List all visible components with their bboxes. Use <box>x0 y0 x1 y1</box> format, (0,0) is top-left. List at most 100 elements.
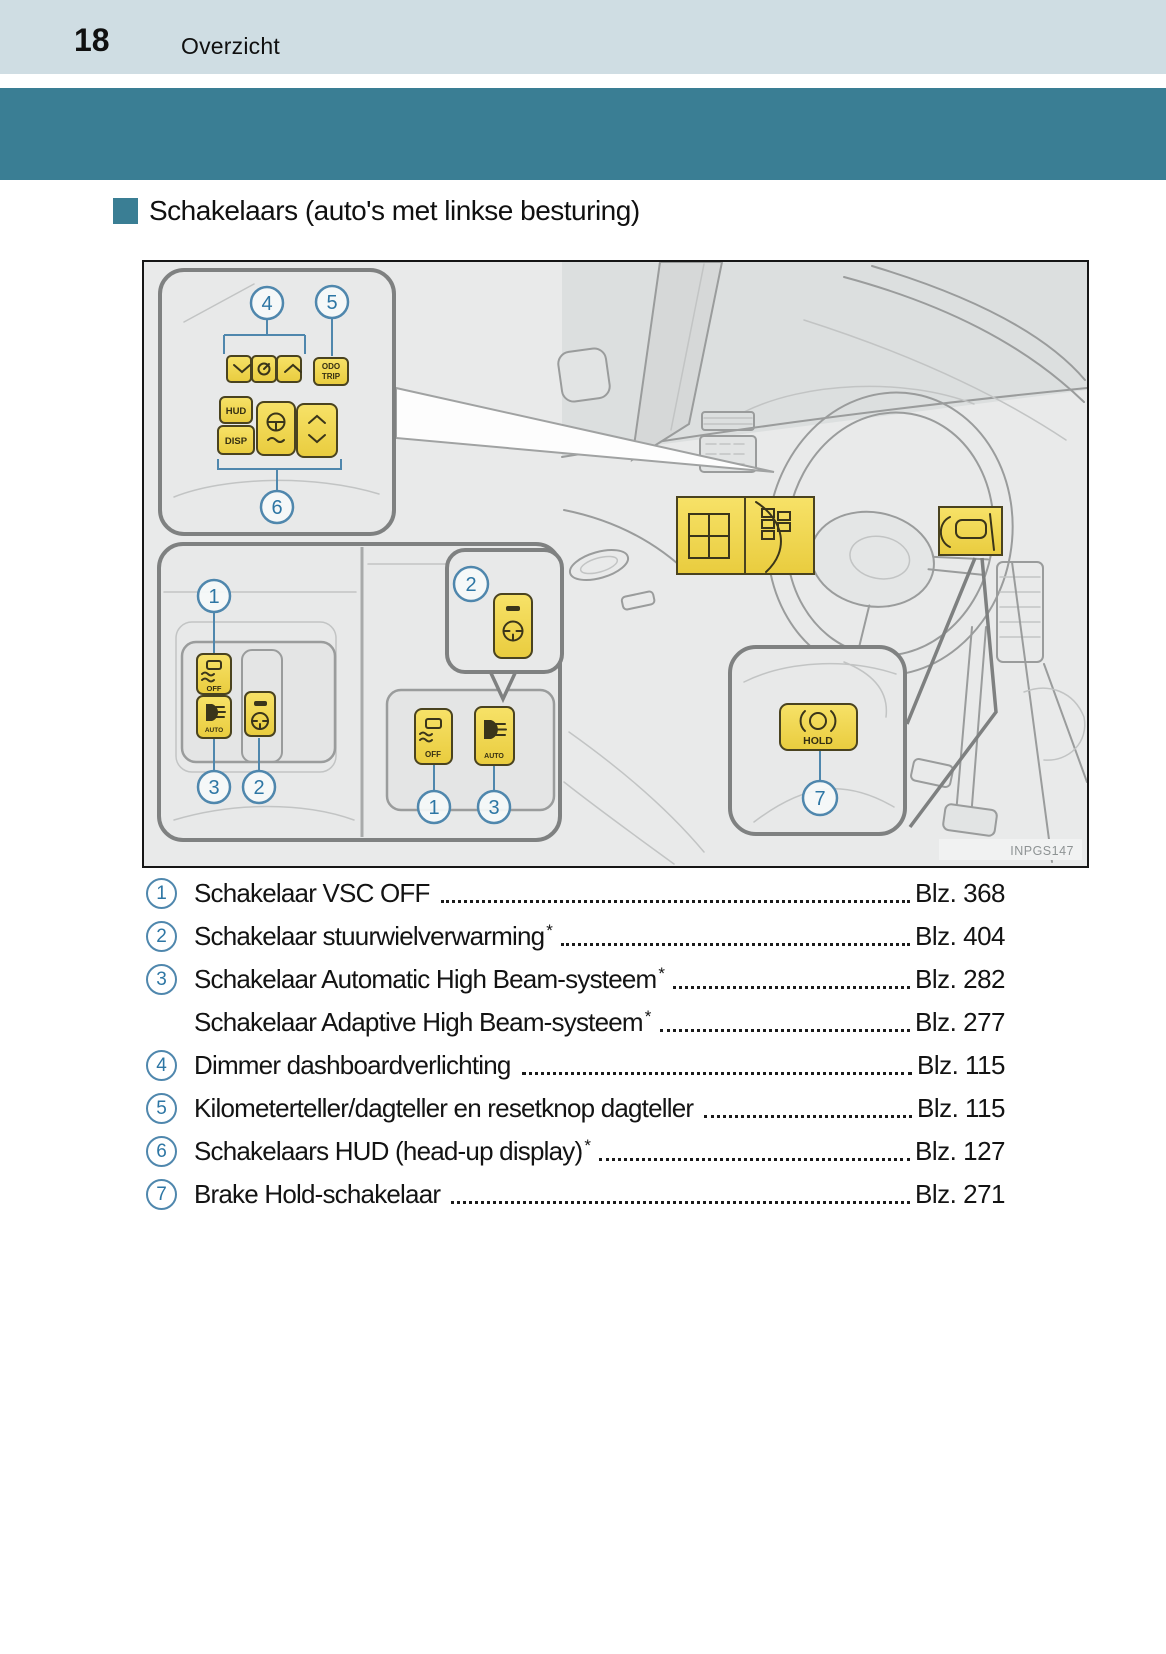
svg-text:OFF: OFF <box>425 750 441 759</box>
list-item-continuation: Schakelaar Adaptive High Beam-systeem* B… <box>146 1001 1005 1044</box>
item-page-ref: Blz. 282 <box>915 964 1005 994</box>
dim-up-icon <box>284 363 302 373</box>
switch-overview-figure: ODO TRIP HUD DISP <box>142 260 1089 868</box>
side-vent-sketch <box>996 561 1044 663</box>
list-item: 2 Schakelaar stuurwielverwarming* Blz. 4… <box>146 915 1005 958</box>
svg-text:ODO: ODO <box>322 362 340 371</box>
callout-7: 7 <box>814 788 825 810</box>
item-label: Dimmer dashboardverlichting <box>194 1050 511 1080</box>
auto-headlight-icon <box>206 704 226 721</box>
vsc-off-button: OFF <box>196 653 232 695</box>
item-label: Schakelaars HUD (head-up display)* <box>194 1136 591 1166</box>
footnote-asterisk: * <box>584 1136 591 1155</box>
cockpit-illustration: ODO TRIP HUD DISP <box>157 262 1087 865</box>
brake-hold-button: HOLD <box>779 703 858 751</box>
callout-6: 6 <box>271 497 282 519</box>
item-page-ref: Blz. 368 <box>915 878 1005 908</box>
pointer-wedge-brake <box>905 557 998 829</box>
rearview-mirror-sketch <box>557 347 611 403</box>
svg-text:OFF: OFF <box>207 684 222 693</box>
item-label: Schakelaar stuurwielverwarming* <box>194 921 553 951</box>
dot-leader <box>673 986 911 989</box>
stalk-switch-highlight <box>938 506 1003 556</box>
dot-leader <box>704 1115 912 1118</box>
list-item: 1 Schakelaar VSC OFF Blz. 368 <box>146 872 1005 915</box>
vsc-off-button-2: OFF <box>414 708 453 765</box>
list-item: 6 Schakelaars HUD (head-up display)* Blz… <box>146 1130 1005 1173</box>
header-band: 18 Overzicht <box>0 0 1166 74</box>
vsc-off-icon <box>419 718 442 743</box>
dot-leader <box>659 1029 911 1032</box>
item-label: Kilometerteller/dagteller en resetknop d… <box>194 1093 694 1123</box>
item-number-circle: 7 <box>146 1179 177 1210</box>
heading-text: Schakelaars (auto's met linkse besturing… <box>149 195 640 226</box>
dot-leader <box>451 1201 911 1204</box>
top-panel-callouts: 4 5 6 <box>249 284 350 525</box>
steering-switch-highlight <box>676 496 815 575</box>
svg-text:TRIP: TRIP <box>322 372 341 381</box>
item-label: Brake Hold-schakelaar <box>194 1179 441 1209</box>
instrument-panel-switches-popup: ODO TRIP HUD DISP <box>158 268 396 536</box>
interior-sketch <box>557 262 1087 865</box>
item-number-circle: 4 <box>146 1050 177 1081</box>
dot-leader <box>599 1158 911 1161</box>
footnote-asterisk: * <box>644 1007 652 1026</box>
callout-3: 3 <box>208 777 219 799</box>
svg-text:HOLD: HOLD <box>803 735 833 747</box>
item-page-ref: Blz. 115 <box>916 1050 1006 1080</box>
dot-leader <box>521 1072 912 1075</box>
footnote-asterisk: * <box>658 964 665 983</box>
auto-high-beam-button-2: AUTO <box>474 706 515 766</box>
dimmer-buttons <box>226 355 302 383</box>
svg-text:DISP: DISP <box>225 436 248 447</box>
list-item: 7 Brake Hold-schakelaar Blz. 271 <box>146 1173 1005 1216</box>
callout-2: 2 <box>253 777 264 799</box>
svg-text:AUTO: AUTO <box>205 727 223 734</box>
item-page-ref: Blz. 127 <box>915 1136 1005 1166</box>
console-pedals-sketch <box>910 561 1087 863</box>
page-number: 18 <box>74 22 110 58</box>
switch-index-list: 1 Schakelaar VSC OFF Blz. 368 2 Schakela… <box>146 872 1006 1216</box>
dash-lower-switches-popup: OFF AUTO OFF <box>157 542 564 842</box>
steering-heat-button <box>244 691 276 737</box>
brake-hold-icon <box>799 710 837 732</box>
indicator-icon <box>506 606 520 611</box>
dot-leader <box>561 943 911 946</box>
steering-heat-button-2 <box>493 593 533 659</box>
item-number-circle: 5 <box>146 1093 177 1124</box>
svg-text:AUTO: AUTO <box>484 753 504 760</box>
section-title: Overzicht <box>181 33 280 59</box>
item-label: Schakelaar Adaptive High Beam-systeem* <box>194 1007 652 1037</box>
item-page-ref: Blz. 115 <box>916 1093 1006 1123</box>
odo-trip-button: ODO TRIP <box>313 357 349 386</box>
item-page-ref: Blz. 271 <box>915 1179 1005 1209</box>
callout-4: 4 <box>261 293 272 315</box>
list-item: 3 Schakelaar Automatic High Beam-systeem… <box>146 958 1005 1001</box>
brake-hold-popup: HOLD 7 <box>728 645 907 836</box>
chapter-banner <box>0 88 1166 180</box>
callout-2: 2 <box>465 574 476 596</box>
steering-heat-icon <box>251 712 269 730</box>
item-page-ref: Blz. 277 <box>915 1007 1005 1037</box>
callout-5: 5 <box>326 292 337 314</box>
callout-1: 1 <box>208 586 219 608</box>
hud-updown-icons <box>308 414 326 444</box>
figure-code: INPGS147 <box>1010 844 1074 858</box>
steering-heat-popup: 2 <box>445 548 564 704</box>
auto-high-beam-button: AUTO <box>196 695 232 739</box>
item-number-circle: 2 <box>146 921 177 952</box>
hud-buttons: HUD DISP <box>217 396 338 458</box>
auto-headlight-icon <box>484 720 507 739</box>
steering-heat-icon <box>502 620 524 642</box>
item-number-spacer <box>146 1007 177 1038</box>
indicator-icon <box>254 701 267 706</box>
section-heading: Schakelaars (auto's met linkse besturing… <box>113 195 640 227</box>
item-number-circle: 6 <box>146 1136 177 1167</box>
vsc-off-icon <box>201 660 222 683</box>
callout-1: 1 <box>428 797 439 819</box>
brightness-icon <box>257 362 271 376</box>
item-page-ref: Blz. 404 <box>915 921 1005 951</box>
door-panel-sketch <box>563 509 705 865</box>
item-label: Schakelaar Automatic High Beam-systeem* <box>194 964 665 994</box>
